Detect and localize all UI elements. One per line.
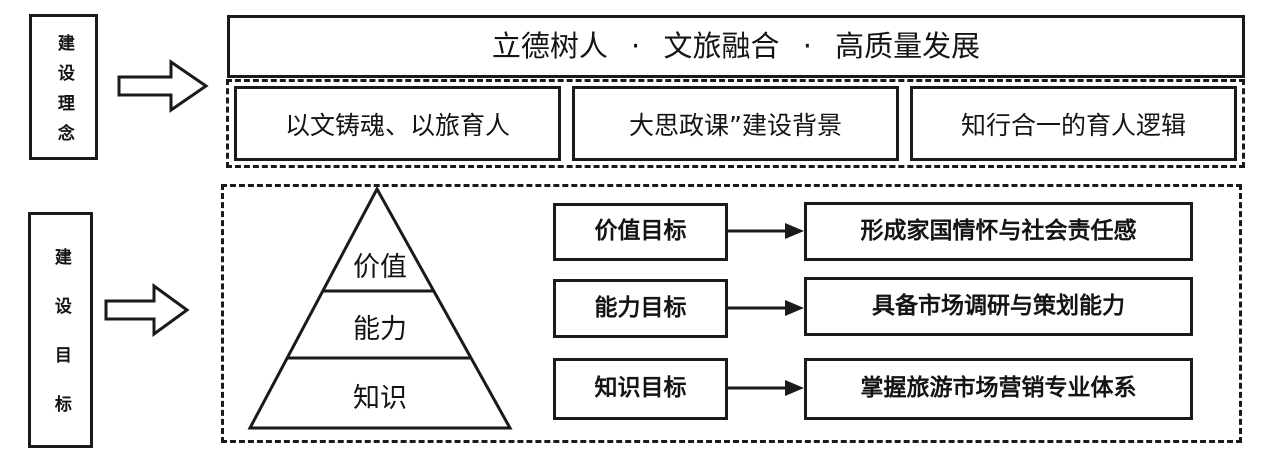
goal-row-2-desc-box: 具备市场调研与策划能力 bbox=[804, 277, 1193, 336]
concept-item-1-text: 以文铸魂、以旅育人 bbox=[284, 110, 510, 140]
goal-row-1-connector-arrow-icon bbox=[727, 223, 804, 239]
concept-label-box: 建设理念 bbox=[29, 14, 98, 160]
banner-text: 立德树人 · 文旅融合 · 高质量发展 bbox=[491, 28, 981, 63]
goal-row-3-desc-box: 掌握旅游市场营销专业体系 bbox=[804, 358, 1193, 420]
goal-row-3-desc-text: 掌握旅游市场营销专业体系 bbox=[860, 375, 1137, 402]
goal-row-1-desc-box: 形成家国情怀与社会责任感 bbox=[804, 202, 1193, 261]
concept-items-group: 以文铸魂、以旅育人 大思政课”建设背景 知行合一的育人逻辑 bbox=[226, 79, 1245, 168]
goal-label-box: 建设目标 bbox=[28, 212, 93, 448]
pyramid-level-top-label: 价值 bbox=[353, 252, 407, 283]
concept-item-2: 大思政课”建设背景 bbox=[572, 86, 899, 161]
pyramid-level-bottom-label: 知识 bbox=[353, 383, 407, 414]
goal-row-1-label-text: 价值目标 bbox=[594, 218, 687, 245]
concept-item-2-text: 大思政课”建设背景 bbox=[629, 110, 842, 140]
concept-arrow-right-icon bbox=[117, 59, 209, 113]
pyramid bbox=[247, 186, 513, 430]
concept-item-3-text: 知行合一的育人逻辑 bbox=[960, 110, 1186, 140]
goal-arrow-right-icon bbox=[104, 283, 190, 337]
concept-item-3: 知行合一的育人逻辑 bbox=[910, 86, 1237, 161]
goal-row-1-desc-text: 形成家国情怀与社会责任感 bbox=[860, 217, 1137, 244]
goal-row-3-label-box: 知识目标 bbox=[553, 358, 728, 420]
goal-row-2-desc-text: 具备市场调研与策划能力 bbox=[872, 292, 1125, 319]
concept-item-1: 以文铸魂、以旅育人 bbox=[234, 86, 561, 161]
goal-label-text: 建设目标 bbox=[50, 248, 71, 444]
goal-row-2-label-text: 能力目标 bbox=[594, 294, 687, 321]
goal-row-2-label-box: 能力目标 bbox=[553, 279, 728, 338]
banner-box: 立德树人 · 文旅融合 · 高质量发展 bbox=[227, 15, 1245, 78]
goal-row-2-connector-arrow-icon bbox=[727, 300, 804, 316]
pyramid-level-middle-label: 能力 bbox=[353, 314, 407, 345]
concept-label-text: 建设理念 bbox=[53, 33, 74, 154]
goal-row-3-label-text: 知识目标 bbox=[594, 375, 687, 402]
goal-row-1-label-box: 价值目标 bbox=[553, 203, 728, 261]
goal-row-3-connector-arrow-icon bbox=[727, 380, 804, 396]
